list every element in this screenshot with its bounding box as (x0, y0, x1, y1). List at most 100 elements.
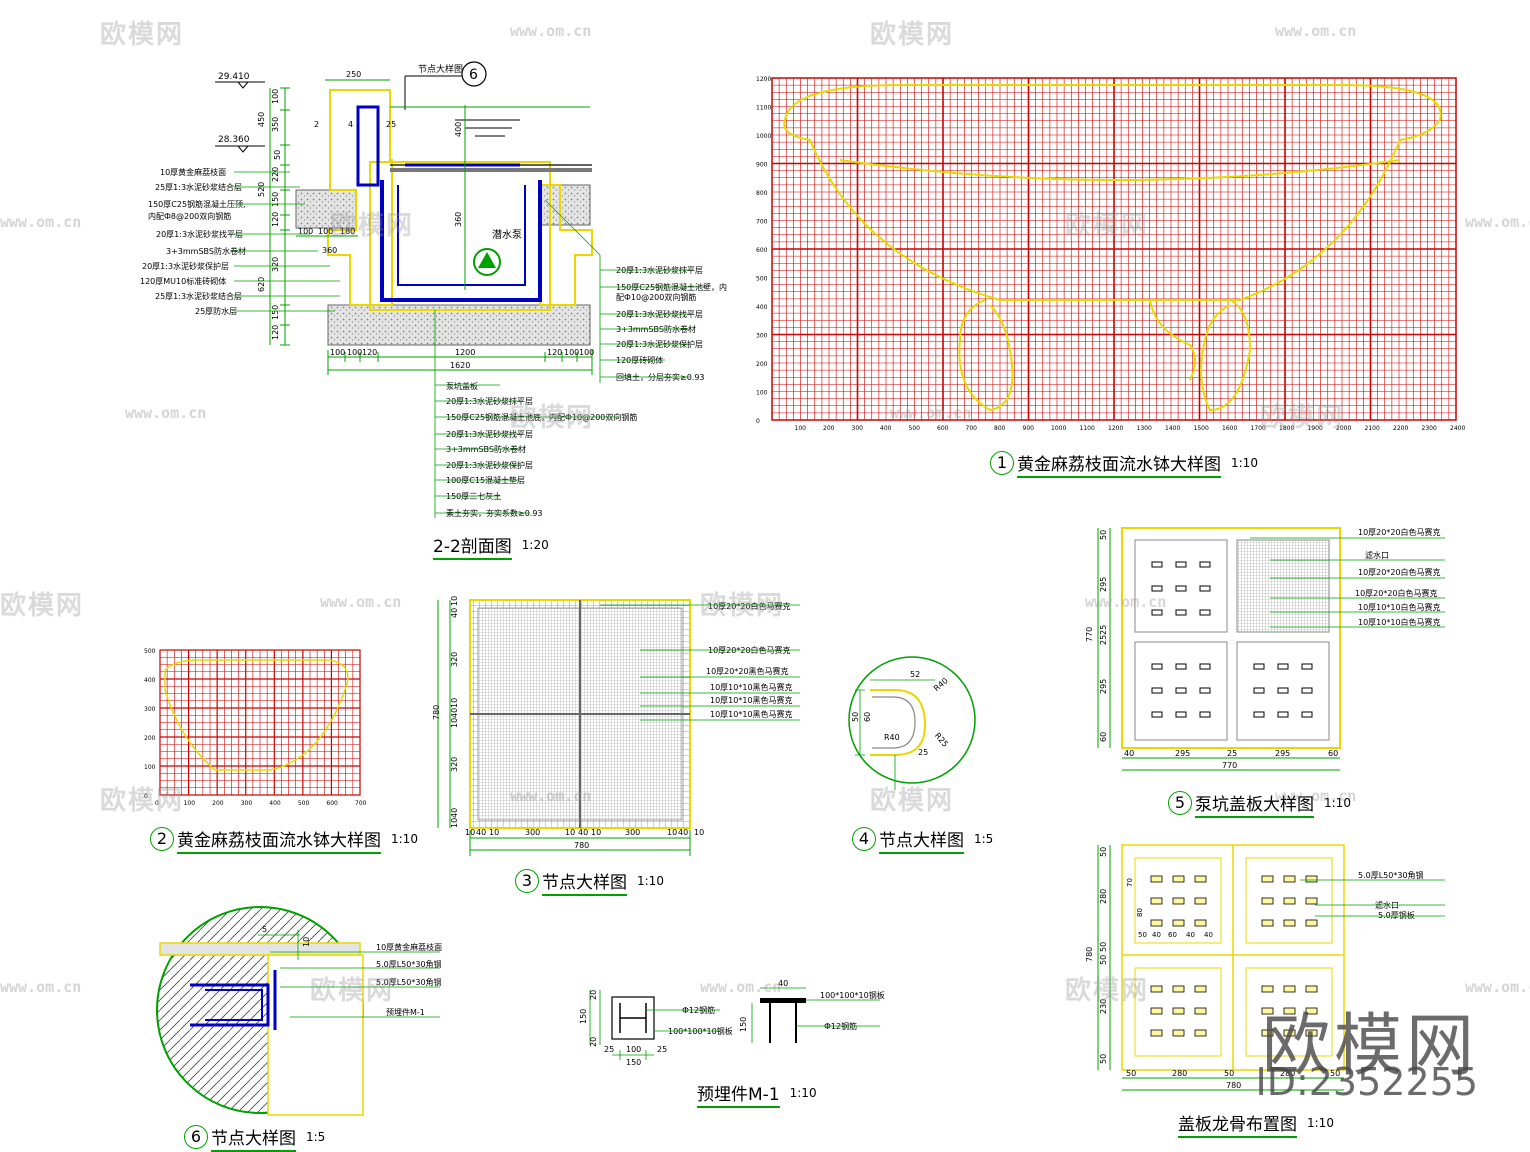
watermark-url: www.om.cn (1275, 787, 1357, 805)
drain-slot (1253, 663, 1265, 670)
svg-text:泵坑盖板: 泵坑盖板 (446, 381, 478, 391)
gravel-right-step (539, 184, 591, 226)
detail-4-dim-labels: 52 R40 50 60 R40 25 R25 (851, 670, 950, 757)
caption-scale: 1:20 (521, 537, 549, 552)
detail-4-dim-lines (855, 679, 935, 790)
svg-text:10厚10*10黑色马赛克: 10厚10*10黑色马赛克 (710, 695, 793, 705)
y-tick-label: 100 (756, 390, 768, 397)
section-left-leader-lines (234, 171, 340, 312)
drain-slot (1199, 585, 1211, 592)
detail-3-bottom-dim-labels: 10 40 10 300 10 40 10 300 10 40 10 780 (465, 828, 704, 850)
svg-text:520: 520 (257, 182, 266, 197)
svg-text:60: 60 (863, 712, 872, 722)
drain-slot (1172, 985, 1185, 993)
drain-slot (1194, 919, 1207, 927)
detail-3-left-dim-labels: 10 40 320 10 40 10 320 40 10 780 (432, 596, 459, 828)
svg-text:50: 50 (1099, 847, 1108, 857)
watermark-logo: 欧模网 (1065, 211, 1150, 241)
x-tick-label: 900 (1023, 425, 1035, 432)
x-tick-label: 100 (184, 800, 196, 807)
watermark-logo: 欧模网 (700, 591, 785, 621)
detail-6-marker-number: 6 (469, 67, 478, 83)
svg-text:40: 40 (1186, 931, 1195, 939)
keel-notes: 5.0厚L50*30角钢 滤水口 5.0厚钢板 (1358, 870, 1424, 920)
svg-text:80: 80 (1136, 908, 1144, 917)
y-tick-label: 300 (756, 333, 768, 340)
m1-leader-lines (646, 999, 880, 1032)
watermark-logo: 欧模网 (100, 20, 185, 50)
detail-number-badge: 3 (515, 868, 539, 893)
pit-inner-wall (397, 185, 526, 286)
svg-text:50: 50 (1224, 1069, 1234, 1078)
drain-slot (1172, 1029, 1185, 1037)
section-bottom-dimensions (327, 350, 593, 375)
detail-5-notes: 10厚20*20白色马赛克 滤水口 10厚20*20白色马赛克 10厚20*20… (1355, 527, 1441, 627)
m1-notes: Ф12钢筋 100*100*10钢板 100*100*10钢板 Ф12钢筋 (668, 990, 885, 1036)
pump-label: 潜水泵 (492, 228, 522, 241)
section-left-dimensions (269, 87, 290, 346)
drain-slot (1151, 609, 1163, 616)
detail-4-inner-profile (872, 696, 916, 749)
svg-text:20: 20 (589, 990, 598, 1000)
detail-5-panel-tl (1134, 539, 1228, 633)
y-tick-label: 500 (144, 648, 156, 655)
section-notes-left: 10厚黄金麻荔枝面 25厚1:3水泥砂浆结合层 150厚C25钢筋混凝土压顶, … (140, 167, 246, 316)
detail-5-pump-cover: 50 295 25 25 295 60 770 40 295 25 295 60… (1085, 527, 1445, 771)
detail-4-circle-node: 52 R40 50 60 R40 25 R25 (848, 656, 976, 790)
caption-scale: 1:10 (789, 1085, 817, 1100)
svg-text:280: 280 (1099, 889, 1108, 904)
svg-text:120: 120 (271, 212, 280, 227)
elevation-mid: 28.360 (218, 135, 250, 145)
watermark-url: www.om.cn (700, 978, 782, 996)
detail-5-left-dims (1097, 528, 1111, 748)
detail-5-panel-br (1236, 641, 1330, 741)
keel-leader-lines (1300, 879, 1445, 917)
svg-text:220: 220 (271, 167, 280, 182)
detail-5-bottom-dim-labels: 40 295 25 295 60 770 (1124, 749, 1338, 770)
svg-text:300: 300 (525, 828, 540, 837)
drain-slot (1283, 897, 1296, 905)
drain-slot (1194, 875, 1207, 883)
drain-slot (1150, 1007, 1163, 1015)
m1-plan-rebars (619, 1003, 647, 1033)
drain-slot (1150, 919, 1163, 927)
x-tick-label: 800 (994, 425, 1006, 432)
x-tick-label: 700 (355, 800, 367, 807)
svg-text:10: 10 (302, 937, 311, 947)
drain-slot (1199, 609, 1211, 616)
drain-slot (1151, 663, 1163, 670)
svg-text:10: 10 (694, 828, 704, 837)
drain-slot (1175, 687, 1187, 694)
watermark-url: www.om.cn (1275, 22, 1357, 40)
drain-slot (1283, 875, 1296, 883)
drain-slot (1305, 1007, 1318, 1015)
svg-text:360: 360 (322, 246, 337, 255)
watermark-logo: 欧模网 (310, 976, 395, 1006)
drain-slot (1305, 1029, 1318, 1037)
svg-text:40: 40 (450, 808, 459, 818)
svg-text:320: 320 (271, 257, 280, 272)
x-tick-label: 400 (880, 425, 892, 432)
caption-scale: 1:10 (1231, 455, 1258, 470)
svg-text:50: 50 (1099, 530, 1108, 540)
section-outer-outline-right (539, 184, 593, 306)
section-inner-dim-labels: 400 360 25 2 4 (314, 120, 463, 227)
keel-panel-tl (1134, 857, 1222, 944)
section-2-2-drawing: 潜水泵 6 节点大样图 29.410 28.360 100 350 50 220… (140, 61, 727, 518)
brand-logo: 欧模网 (1261, 1007, 1478, 1086)
svg-text:4: 4 (348, 120, 353, 129)
svg-text:25厚1:3水泥砂浆结合层: 25厚1:3水泥砂浆结合层 (155, 182, 242, 192)
svg-text:10: 10 (667, 828, 677, 837)
svg-text:10厚20*20白色马赛克: 10厚20*20白色马赛克 (1355, 588, 1438, 598)
svg-text:40: 40 (1124, 749, 1134, 758)
embedded-part-m1: 20 150 20 25 100 25 150 40 150 Ф12钢筋 100… (579, 979, 885, 1067)
caption-scale: 1:5 (306, 1129, 326, 1144)
svg-text:25: 25 (386, 120, 396, 129)
svg-text:10: 10 (450, 698, 459, 708)
detail-6-circle-node: 5 10 10厚黄金麻荔枝面 5.0厚L50*30角钢 5.0厚L50*30角钢… (156, 906, 442, 1116)
svg-text:10: 10 (450, 718, 459, 728)
drain-slot (1194, 897, 1207, 905)
